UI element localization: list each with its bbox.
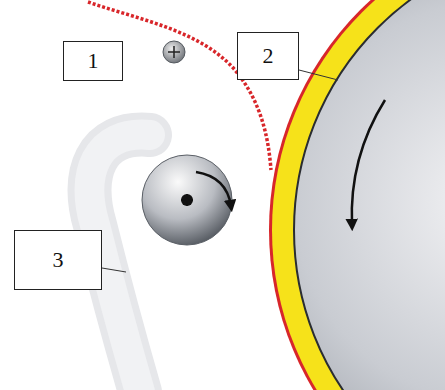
- callout-number: 3: [53, 249, 64, 271]
- leader-line: [299, 70, 338, 80]
- callout-box: 1: [63, 41, 123, 81]
- callout-number: 2: [263, 45, 274, 67]
- callout-box: 3: [14, 230, 102, 290]
- rotation-arrow: [352, 100, 385, 225]
- roller-hub: [181, 194, 193, 206]
- roller-axis: [181, 194, 193, 206]
- roller-axis: [168, 46, 180, 58]
- guide-roller: [163, 41, 185, 63]
- rotation-arrow: [196, 172, 231, 206]
- callout-number: 1: [88, 50, 99, 72]
- drum-face: [294, 0, 445, 390]
- pressure-roller: [142, 155, 232, 245]
- callout-box: 2: [237, 32, 299, 80]
- belt: [88, 2, 271, 170]
- leader-line: [102, 268, 126, 272]
